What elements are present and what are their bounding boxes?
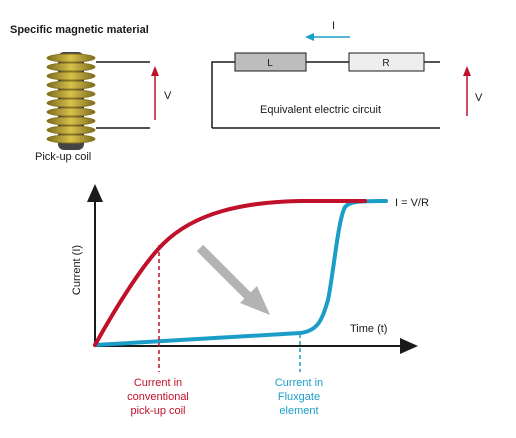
coil-voltage-arrow	[151, 66, 159, 120]
circuit-wires	[211, 61, 440, 129]
current-label: I	[332, 20, 335, 32]
svg-text:Current in: Current in	[275, 377, 323, 389]
circuit-voltage-label: V	[475, 92, 483, 104]
asymptote-label: I = V/R	[395, 197, 429, 209]
conventional-curve	[93, 199, 367, 347]
y-axis-label: Current (I)	[71, 245, 83, 295]
trend-arrow	[196, 244, 270, 315]
chart: Current (I) Time (t) I = V/R Current in …	[71, 184, 429, 417]
svg-text:Current in: Current in	[134, 377, 182, 389]
coil-voltage-label: V	[164, 90, 172, 102]
coil-label: Pick-up coil	[35, 151, 91, 163]
pickup-coil-icon	[46, 52, 96, 150]
svg-text:pick-up coil: pick-up coil	[130, 405, 185, 417]
conventional-label: Current in conventional pick-up coil	[127, 377, 189, 417]
inductor-box	[234, 52, 307, 72]
current-arrow	[305, 33, 350, 41]
resistor-box	[348, 52, 425, 72]
svg-text:element: element	[279, 405, 318, 417]
svg-text:conventional: conventional	[127, 391, 189, 403]
material-label: Specific magnetic material	[10, 24, 149, 36]
resistor-label: R	[382, 58, 389, 69]
inductor-label: L	[267, 58, 273, 69]
circuit-voltage-arrow	[463, 66, 471, 116]
svg-text:Fluxgate: Fluxgate	[278, 391, 320, 403]
fluxgate-label: Current in Fluxgate element	[275, 377, 323, 417]
x-axis-label: Time (t)	[350, 323, 387, 335]
circuit-label: Equivalent electric circuit	[260, 104, 381, 116]
